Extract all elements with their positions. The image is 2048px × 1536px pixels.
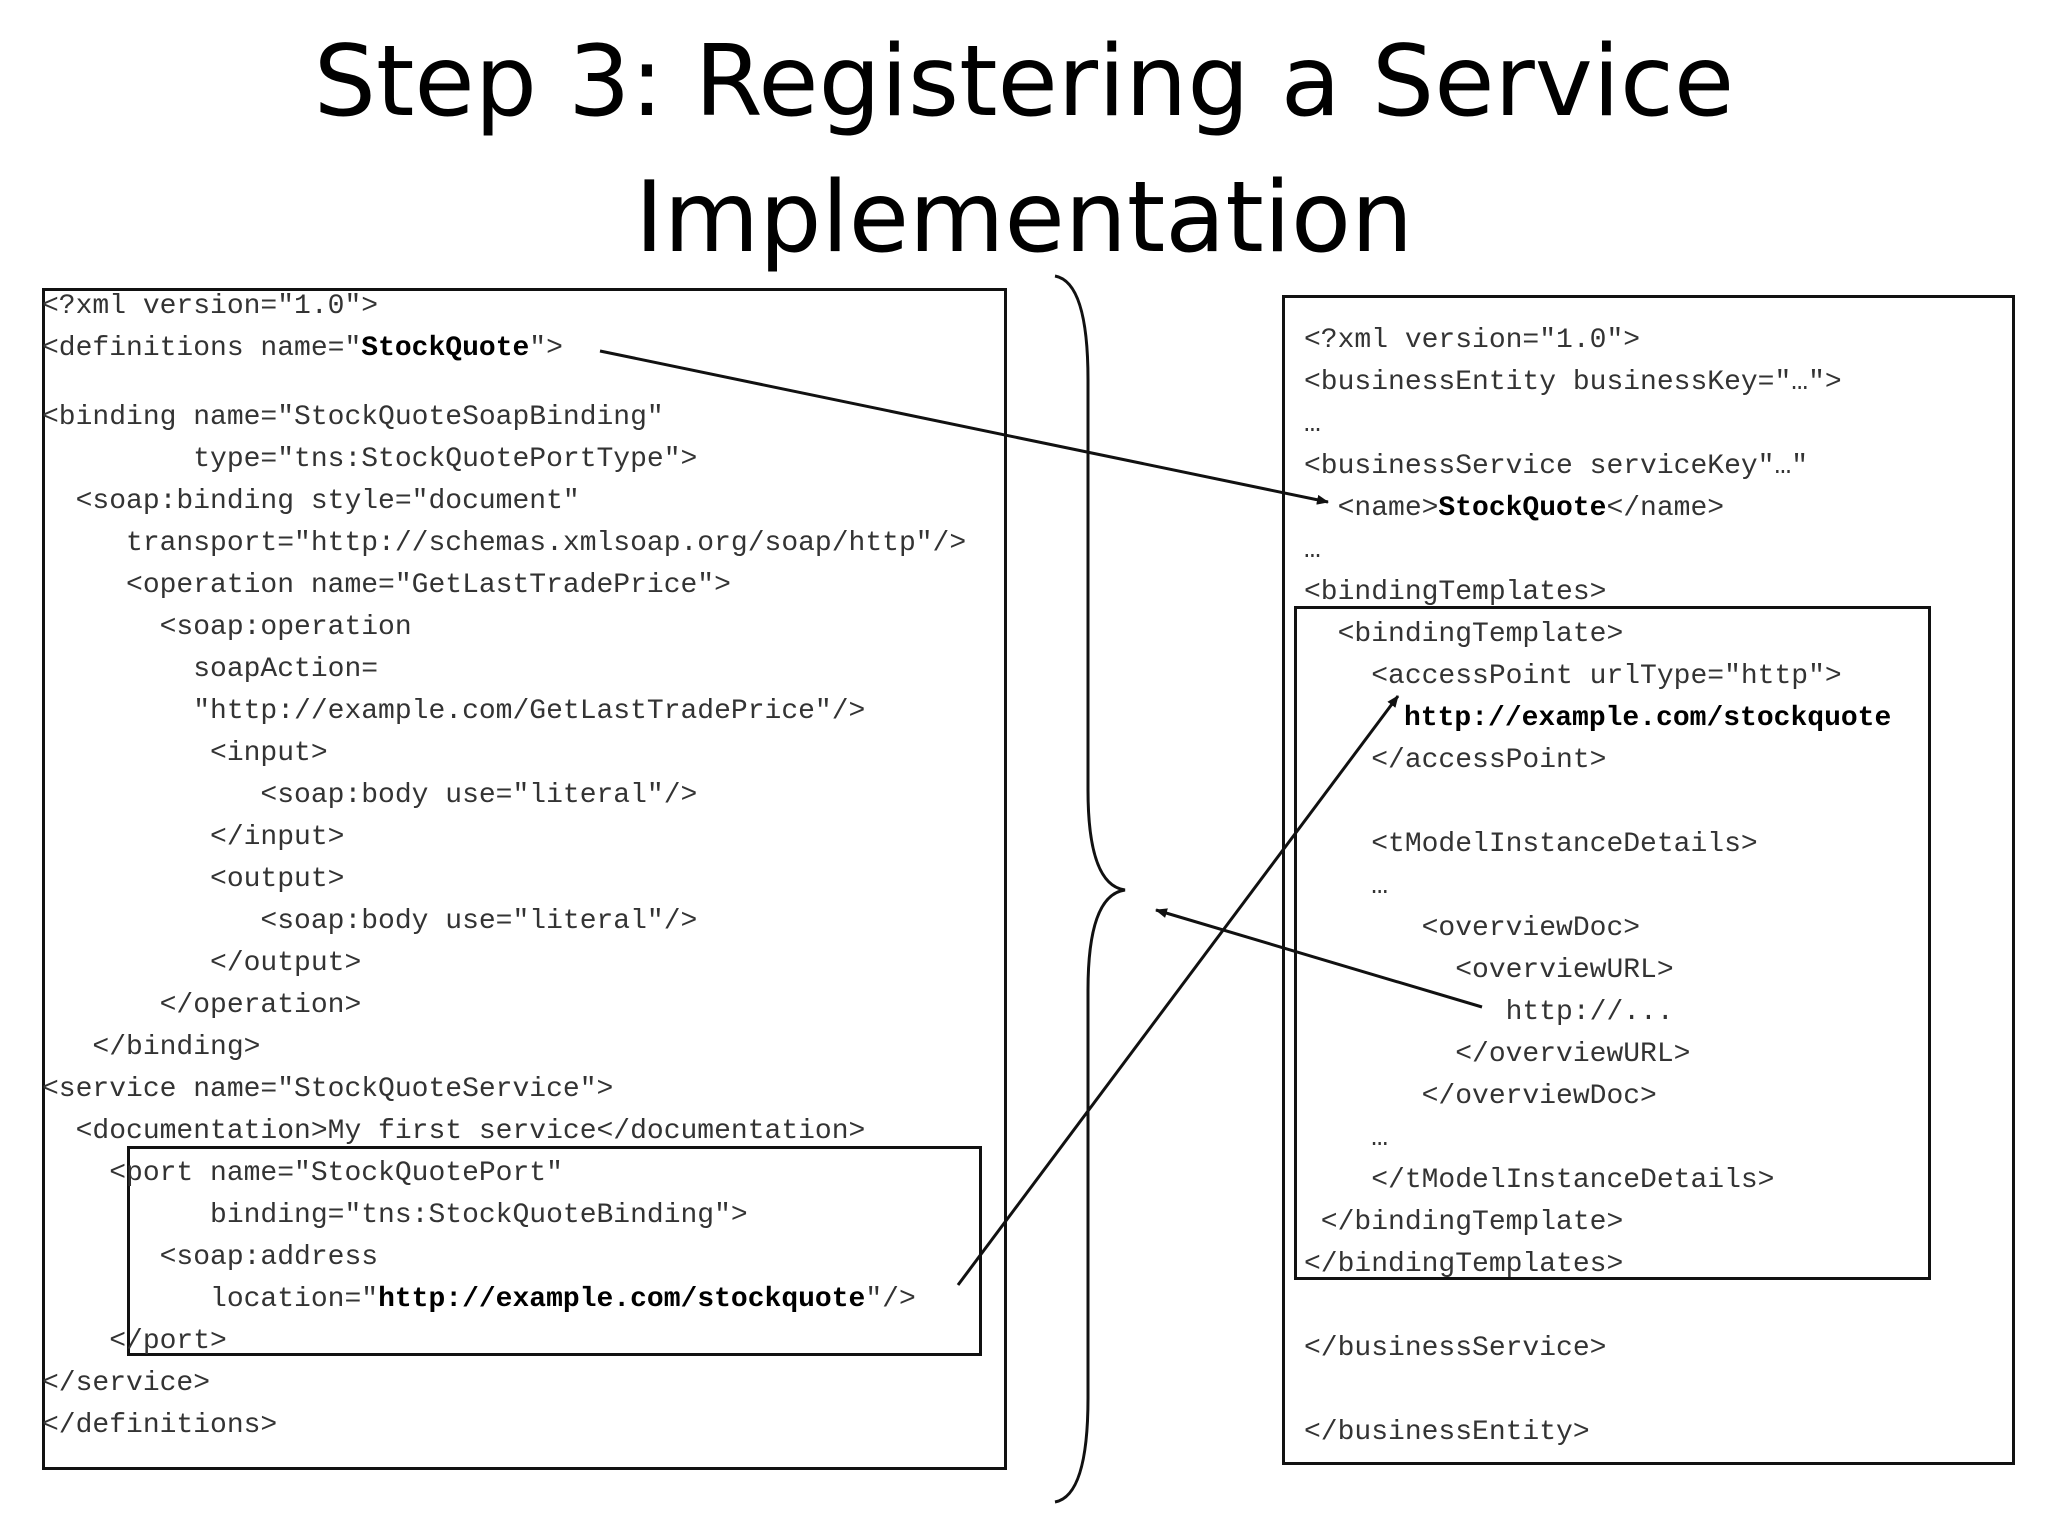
uddi-line: </businessService> xyxy=(1304,1333,1607,1364)
arrow-location-to-access-point xyxy=(956,695,1400,1286)
uddi-line: http://... xyxy=(1304,997,1674,1028)
wsdl-line: <definitions name=" xyxy=(42,333,362,364)
uddi-line: </bindingTemplates> xyxy=(1304,1249,1624,1280)
uddi-document-box xyxy=(1282,295,2015,1465)
uddi-line: </accessPoint> xyxy=(1304,745,1607,776)
uddi-line: </bindingTemplate> xyxy=(1304,1207,1624,1238)
uddi-line: … xyxy=(1304,409,1321,440)
curly-brace xyxy=(1054,274,1126,1504)
uddi-line: </overviewURL> xyxy=(1304,1039,1691,1070)
wsdl-line: location=" xyxy=(42,1284,379,1315)
uddi-line: </businessEntity> xyxy=(1304,1417,1590,1448)
arrow-definitions-to-service-name xyxy=(599,349,1329,505)
wsdl-definitions-name: StockQuote xyxy=(361,333,530,364)
wsdl-line: <operation name="GetLastTradePrice"> xyxy=(42,570,731,601)
uddi-line: <overviewURL> xyxy=(1304,955,1674,986)
uddi-line: <bindingTemplate> xyxy=(1304,619,1624,650)
wsdl-line: </service> xyxy=(42,1368,211,1399)
wsdl-document-box xyxy=(42,288,1007,1470)
wsdl-line: </binding> xyxy=(42,1032,261,1063)
uddi-access-point-url: http://example.com/stockquote xyxy=(1404,703,1892,734)
wsdl-line: </operation> xyxy=(42,990,362,1021)
wsdl-line: type="tns:StockQuotePortType"> xyxy=(42,444,698,475)
wsdl-line: "> xyxy=(529,333,563,364)
wsdl-line: "http://example.com/GetLastTradePrice"/> xyxy=(42,696,866,727)
uddi-line: <bindingTemplates> xyxy=(1304,577,1607,608)
wsdl-line: <output> xyxy=(42,864,345,895)
wsdl-code: <?xml version="1.0"> <definitions name="… xyxy=(42,286,563,370)
wsdl-line: <soap:operation xyxy=(42,612,412,643)
wsdl-line: soapAction= xyxy=(42,654,379,685)
uddi-binding-template-box xyxy=(1294,606,1931,1280)
wsdl-line: </output> xyxy=(42,948,362,979)
wsdl-line: <input> xyxy=(42,738,328,769)
wsdl-port-highlight-box xyxy=(127,1146,982,1356)
wsdl-line: <soap:body use="literal"/> xyxy=(42,780,698,811)
uddi-line: <accessPoint urlType="http"> xyxy=(1304,661,1842,692)
wsdl-line: transport="http://schemas.xmlsoap.org/so… xyxy=(42,528,967,559)
uddi-service-name: StockQuote xyxy=(1438,493,1607,524)
uddi-line: <businessEntity businessKey="…"> xyxy=(1304,367,1842,398)
wsdl-line: <binding name="StockQuoteSoapBinding" xyxy=(42,402,664,433)
wsdl-line: </port> xyxy=(42,1326,227,1357)
uddi-line: … xyxy=(1304,871,1389,902)
uddi-line: </tModelInstanceDetails> xyxy=(1304,1165,1775,1196)
wsdl-line: <soap:address xyxy=(42,1242,379,1273)
uddi-line: <businessService serviceKey"…" xyxy=(1304,451,1809,482)
uddi-line: <name> xyxy=(1304,493,1439,524)
wsdl-line: <service name="StockQuoteService"> xyxy=(42,1074,614,1105)
uddi-line: <tModelInstanceDetails> xyxy=(1304,829,1758,860)
uddi-line: … xyxy=(1304,535,1321,566)
wsdl-soap-address-location: http://example.com/stockquote xyxy=(378,1284,866,1315)
wsdl-line: <soap:binding style="document" xyxy=(42,486,580,517)
wsdl-line: "/> xyxy=(865,1284,916,1315)
wsdl-line: <port name="StockQuotePort" xyxy=(42,1158,563,1189)
wsdl-code-binding: <binding name="StockQuoteSoapBinding" ty… xyxy=(42,397,966,1447)
uddi-code: <?xml version="1.0"> <businessEntity bus… xyxy=(1304,320,1891,1454)
slide-title-line-1: Step 3: Registering a Service xyxy=(313,25,1735,139)
uddi-line: <?xml version="1.0"> xyxy=(1304,325,1641,356)
wsdl-line: binding="tns:StockQuoteBinding"> xyxy=(42,1200,748,1231)
uddi-line: … xyxy=(1304,1123,1389,1154)
uddi-line: </overviewDoc> xyxy=(1304,1081,1657,1112)
slide-title: Step 3: Registering a Service Implementa… xyxy=(0,14,2048,286)
wsdl-line: <documentation>My first service</documen… xyxy=(42,1116,866,1147)
wsdl-line: <?xml version="1.0"> xyxy=(42,291,379,322)
uddi-line: <overviewDoc> xyxy=(1304,913,1641,944)
wsdl-line: <soap:body use="literal"/> xyxy=(42,906,698,937)
arrow-overview-url-to-wsdl xyxy=(1155,908,1483,1009)
uddi-line: </name> xyxy=(1606,493,1725,524)
wsdl-line: </definitions> xyxy=(42,1410,278,1441)
slide-title-line-2: Implementation xyxy=(634,161,1414,275)
wsdl-line: </input> xyxy=(42,822,345,853)
